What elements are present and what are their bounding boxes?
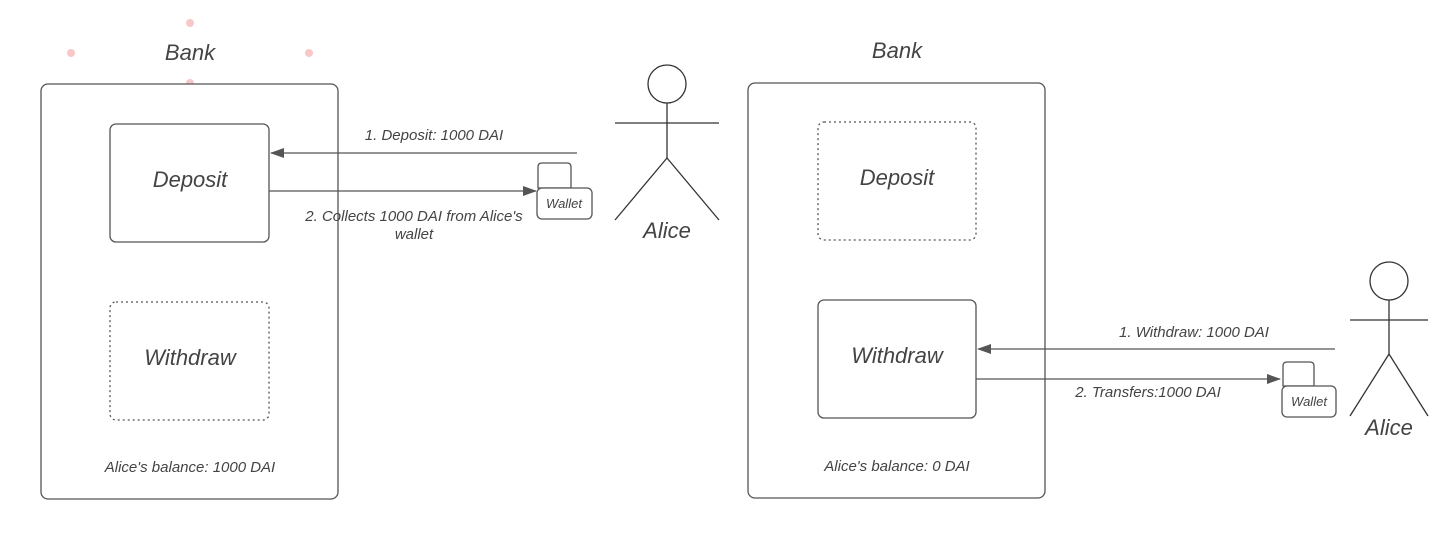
right-bank-title[interactable]: Bank xyxy=(872,38,923,63)
left-arrow1-label: 1. Deposit: 1000 DAI xyxy=(365,127,503,144)
selection-handle-top[interactable] xyxy=(186,19,194,27)
left-wallet-label: Wallet xyxy=(546,196,583,211)
left-deposit-label: Deposit xyxy=(153,167,228,192)
left-alice-name: Alice xyxy=(641,218,691,243)
left-deposit-box[interactable] xyxy=(109,123,270,243)
left-withdraw-label: Withdraw xyxy=(144,345,238,370)
right-balance-text: Alice's balance: 0 DAI xyxy=(823,458,969,475)
left-balance-text: Alice's balance: 1000 DAI xyxy=(104,459,275,476)
selection-handle-left[interactable] xyxy=(67,49,75,57)
right-arrow1-label: 1. Withdraw: 1000 DAI xyxy=(1119,324,1269,341)
right-alice-figure-icon[interactable] xyxy=(1349,261,1429,417)
right-wallet-icon[interactable] xyxy=(1281,361,1337,418)
left-bank-title[interactable]: Bank xyxy=(165,40,216,65)
left-withdraw-box[interactable] xyxy=(109,301,270,421)
left-scene: Bank Deposit Withdraw Alice's balance: 1… xyxy=(40,19,720,500)
left-wallet-icon[interactable] xyxy=(536,162,593,220)
right-withdraw-label: Withdraw xyxy=(851,343,945,368)
right-alice-name: Alice xyxy=(1363,415,1413,440)
right-arrow2-label: 2. Transfers:1000 DAI xyxy=(1074,384,1221,401)
left-alice-figure-icon[interactable] xyxy=(614,64,720,221)
right-scene: Bank Deposit Withdraw Alice's balance: 0… xyxy=(747,38,1429,499)
right-deposit-box[interactable] xyxy=(817,121,977,241)
right-deposit-label: Deposit xyxy=(860,165,935,190)
selection-handle-right[interactable] xyxy=(305,49,313,57)
left-arrow2-label-line1: 2. Collects 1000 DAI from Alice's xyxy=(304,208,523,225)
right-wallet-label: Wallet xyxy=(1291,394,1328,409)
left-arrow2-label-line2: wallet xyxy=(395,226,434,243)
right-withdraw-box[interactable] xyxy=(817,299,977,419)
